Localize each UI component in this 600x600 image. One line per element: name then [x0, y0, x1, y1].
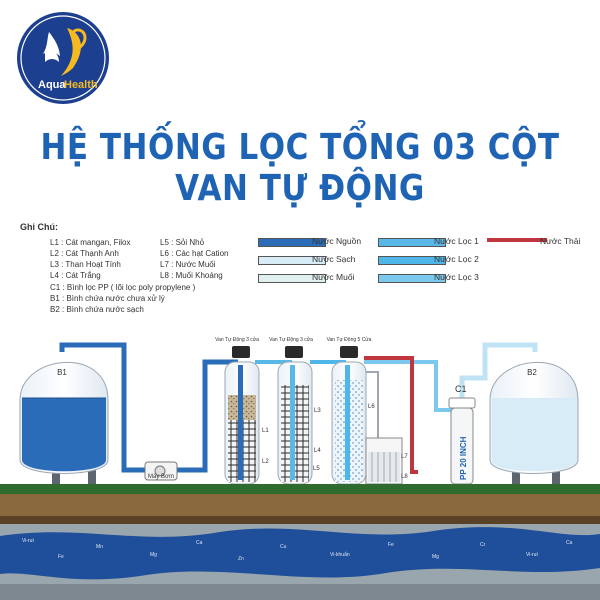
- pump: Máy Bơm: [144, 461, 178, 481]
- logo-heart-icon: [61, 28, 81, 76]
- pump-label: Máy Bơm: [148, 474, 174, 480]
- filter-column-3: Van Tự Động 5 Cửa L5 L6: [313, 336, 375, 485]
- legend-label-nuoc-loc-1: Nước Lọc 1: [434, 236, 479, 246]
- notes-col1: L1 : Cát mangan, Filox L2 : Cát Thạnh An…: [50, 237, 130, 281]
- note-item: L7 : Nước Muối: [160, 260, 216, 269]
- pipe-source-2: [176, 359, 238, 473]
- svg-text:Vi-rut: Vi-rut: [22, 538, 34, 544]
- valve-1-label: Van Tự Động 3 cửa: [215, 336, 259, 343]
- svg-text:Cu: Cu: [280, 544, 287, 550]
- layer-l1: L1: [262, 428, 269, 434]
- layer-l5: L5: [313, 466, 320, 472]
- filtration-diagram: B1 Máy Bơm Van Tự Động 3 cửa L1 L2 Van T…: [0, 336, 600, 600]
- logo-text-health: Health: [64, 79, 98, 91]
- note-item: L4 : Cát Trắng: [50, 271, 101, 280]
- note-item: C1 : Bình lọc PP ( lõi lọc poly propylen…: [50, 283, 196, 292]
- note-item: L6 : Các hạt Cation: [160, 249, 229, 258]
- grass-layer: [0, 484, 600, 494]
- note-item: B2 : Bình chứa nước sạch: [50, 305, 144, 314]
- layer-l8: L8: [401, 474, 408, 480]
- legend-swatch-nuoc-muoi: [258, 274, 326, 283]
- legend-swatch-nuoc-loc-1: [378, 238, 446, 247]
- soil-layer: [0, 494, 600, 516]
- valve-3-label: Van Tự Động 5 Cửa: [327, 336, 372, 343]
- aqua-health-logo: Aqua Health: [17, 12, 109, 104]
- svg-text:Fe: Fe: [388, 542, 394, 548]
- svg-text:Vi-khuẩn: Vi-khuẩn: [330, 551, 350, 558]
- b1-label: B1: [57, 368, 67, 377]
- legend-label-nuoc-muoi: Nước Muối: [312, 272, 355, 282]
- note-item: L1 : Cát mangan, Filox: [50, 238, 131, 247]
- valve-3: [340, 346, 358, 358]
- legend-swatch-nuoc-loc-3: [378, 274, 446, 283]
- layer-l4: L4: [314, 448, 321, 454]
- note-item: L2 : Cát Thạnh Anh: [50, 249, 119, 258]
- svg-text:Mn: Mn: [96, 544, 103, 550]
- layer-l7: L7: [401, 454, 408, 460]
- pipe-waste: [364, 356, 418, 474]
- c1-body-label: PP 20 INCH: [459, 436, 468, 480]
- groundwater-layer: [0, 527, 600, 580]
- notes-heading: Ghi Chú:: [20, 222, 58, 232]
- svg-text:Zn: Zn: [238, 556, 244, 562]
- note-item: L3 : Than Hoạt Tính: [50, 260, 121, 269]
- svg-text:Vi-rut: Vi-rut: [526, 552, 538, 558]
- tank-b2: B2: [489, 362, 579, 488]
- legend-swatch-nuoc-nguon: [258, 238, 326, 247]
- pipe-filtered-3: [364, 360, 452, 412]
- svg-text:Mg: Mg: [432, 554, 439, 560]
- valve-1: [232, 346, 250, 358]
- cartridge-c1: C1 PP 20 INCH: [448, 384, 476, 485]
- note-item: L8 : Muối Khoáng: [160, 271, 223, 280]
- legend-swatch-nuoc-sach: [258, 256, 326, 265]
- legend-swatch-nuoc-thai: [487, 238, 547, 242]
- legend-label-nuoc-loc-3: Nước Lọc 3: [434, 272, 479, 282]
- svg-text:Mg: Mg: [150, 552, 157, 558]
- svg-text:Ca: Ca: [566, 540, 573, 546]
- layer-l6: L6: [368, 404, 375, 410]
- legend-label-nuoc-sach: Nước Sạch: [312, 254, 356, 264]
- page-title: HỆ THỐNG LỌC TỔNG 03 CỘT VAN TỰ ĐỘNG: [40, 126, 560, 210]
- tank-b1: B1: [19, 362, 109, 488]
- valve-2: [285, 346, 303, 358]
- note-item: L5 : Sỏi Nhỏ: [160, 238, 205, 247]
- logo-text-aqua: Aqua: [38, 79, 66, 91]
- filter-column-2: Van Tự Động 3 cửa L3 L4: [269, 336, 321, 485]
- notes-extra: C1 : Bình lọc PP ( lõi lọc poly propylen…: [50, 282, 195, 315]
- legend-label-nuoc-loc-2: Nước Lọc 2: [434, 254, 479, 264]
- svg-text:Fe: Fe: [58, 554, 64, 560]
- notes-col2: L5 : Sỏi Nhỏ L6 : Các hạt Cation L7 : Nư…: [160, 237, 228, 281]
- legend-swatch-nuoc-loc-2: [378, 256, 446, 265]
- b2-label: B2: [527, 368, 537, 377]
- valve-2-label: Van Tự Động 3 cửa: [269, 336, 313, 343]
- c1-label: C1: [455, 384, 467, 394]
- filter-column-1: Van Tự Động 3 cửa L1 L2: [215, 336, 269, 485]
- pipe-source-1: [59, 342, 147, 473]
- groundwater-labels: Vi-rut Fe Mn Mg Ca Zn Cu Vi-khuẩn Fe Mg …: [22, 538, 573, 562]
- legend-label-nuoc-thai: Nước Thải: [540, 236, 581, 246]
- brine-tank: L7 L8: [365, 437, 408, 485]
- svg-text:Cr: Cr: [480, 542, 486, 548]
- legend-label-nuoc-nguon: Nước Nguồn: [312, 236, 362, 246]
- layer-l2: L2: [262, 459, 269, 465]
- pipe-clean: [459, 342, 538, 398]
- legend: Nước Nguồn Nước Sạch Nước Muối Nước Lọc …: [258, 236, 581, 283]
- svg-text:Ca: Ca: [196, 540, 203, 546]
- layer-l3: L3: [314, 408, 321, 414]
- note-item: B1 : Bình chứa nước chưa xử lý: [50, 294, 165, 303]
